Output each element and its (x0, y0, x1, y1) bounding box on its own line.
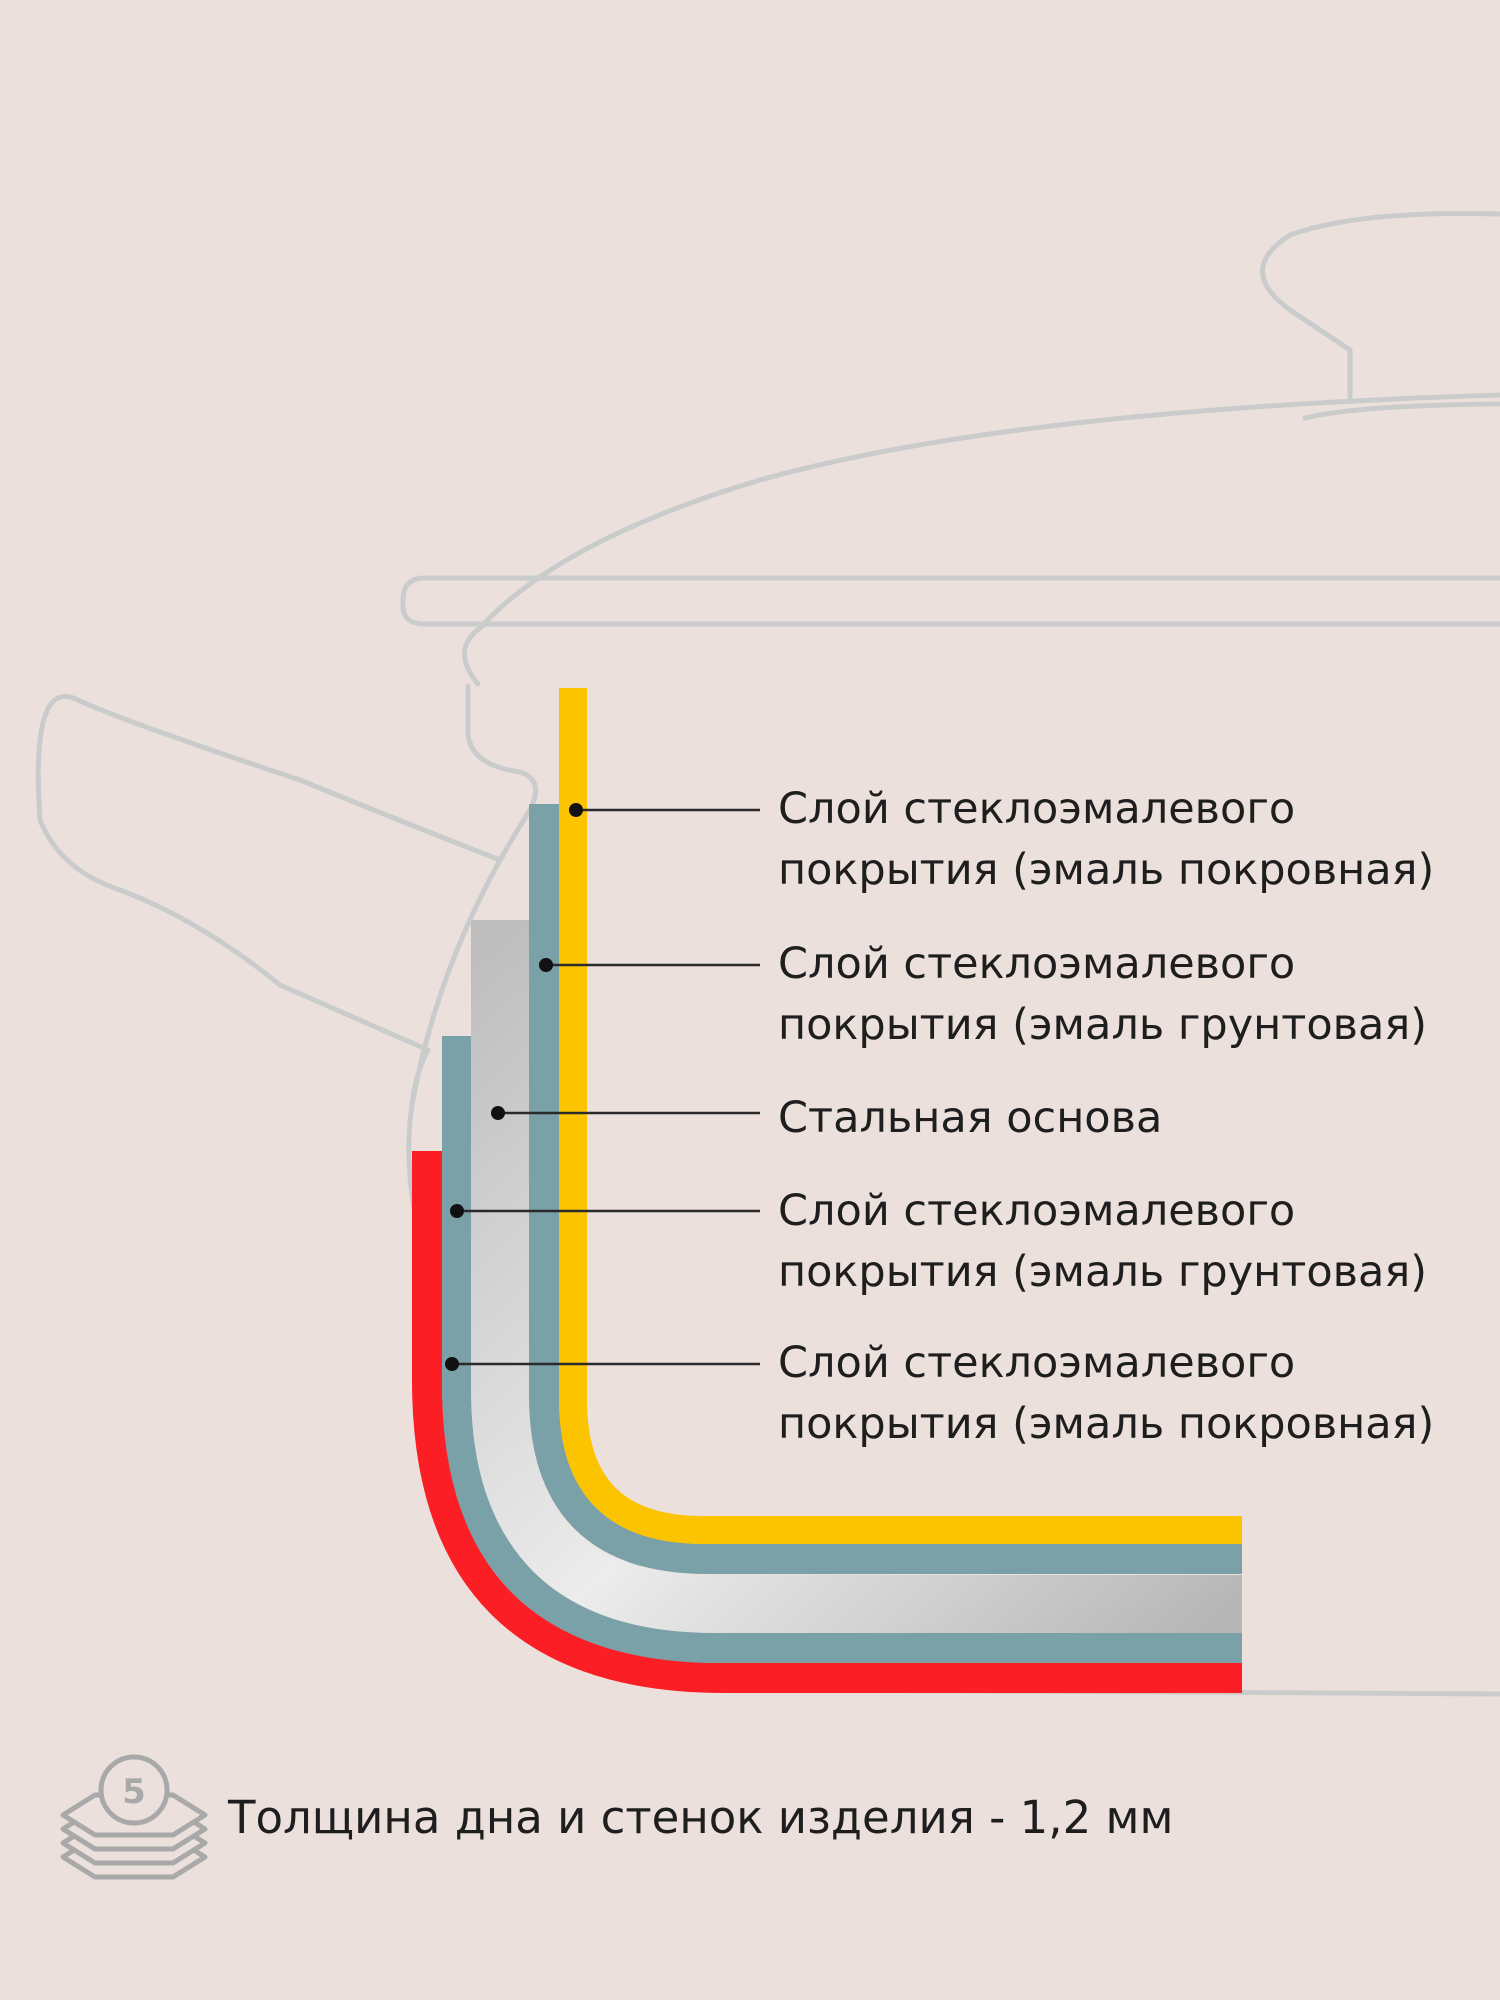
layer-inner-ground-enamel (442, 1036, 1242, 1663)
leader-dot-2 (539, 958, 553, 972)
label-inner-cover-enamel: Слой стеклоэмалевого покрытия (эмаль пок… (778, 1333, 1478, 1455)
label-line: покрытия (эмаль покровная) (778, 845, 1435, 895)
lid-knob (1260, 210, 1500, 403)
pot-rim (400, 575, 1500, 627)
label-line: Стальная основа (778, 1093, 1163, 1143)
label-outer-cover-enamel: Слой стеклоэмалевого покрытия (эмаль пок… (778, 779, 1478, 901)
pot-wall (465, 683, 539, 813)
label-line: Слой стеклоэмалевого (778, 1338, 1296, 1388)
layer-inner-cover-enamel (412, 1151, 1242, 1693)
label-steel-base: Стальная основа (778, 1088, 1478, 1149)
layers-thickness-icon: 5 (60, 1754, 208, 1880)
leader-lines (452, 808, 760, 1366)
label-outer-ground-enamel: Слой стеклоэмалевого покрытия (эмаль гру… (778, 934, 1478, 1056)
layer-outer-cover-enamel (559, 688, 1242, 1544)
lid-dome (477, 392, 1500, 631)
label-line: покрытия (эмаль грунтовая) (778, 1000, 1427, 1050)
leader-dot-5 (445, 1357, 459, 1371)
label-line: Слой стеклоэмалевого (778, 1186, 1296, 1236)
label-line: покрытия (эмаль покровная) (778, 1399, 1435, 1449)
leader-dot-3 (491, 1106, 505, 1120)
label-line: покрытия (эмаль грунтовая) (778, 1247, 1427, 1297)
leader-dot-4 (450, 1204, 464, 1218)
label-line: Слой стеклоэмалевого (778, 784, 1296, 834)
label-line: Слой стеклоэмалевого (778, 939, 1296, 989)
leader-dots (445, 803, 583, 1371)
layer-steel-base (471, 920, 1242, 1633)
icon-number: 5 (122, 1772, 146, 1812)
layer-outer-ground-enamel (529, 804, 1242, 1574)
label-inner-ground-enamel: Слой стеклоэмалевого покрытия (эмаль гру… (778, 1181, 1478, 1303)
thickness-caption: Толщина дна и стенок изделия - 1,2 мм (228, 1791, 1174, 1844)
pot-handle (35, 693, 503, 1053)
material-layers (412, 688, 1242, 1693)
leader-dot-1 (569, 803, 583, 817)
